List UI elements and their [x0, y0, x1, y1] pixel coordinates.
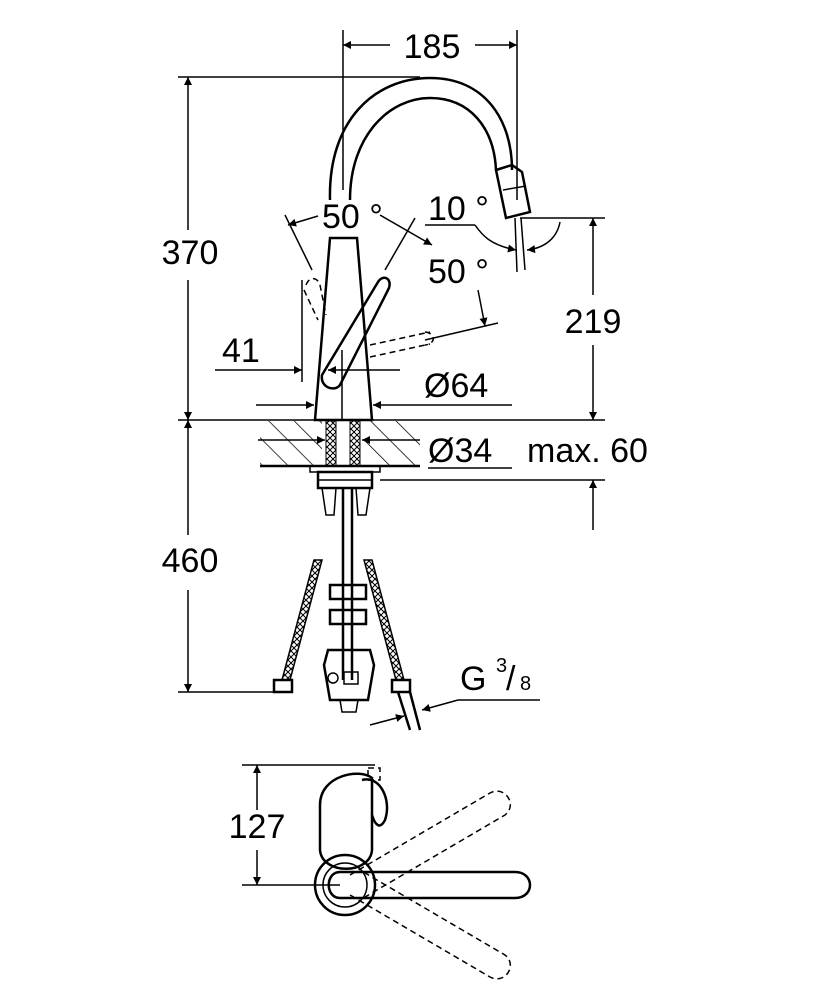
- dimension-41: 41: [215, 280, 400, 382]
- lever-top: [327, 870, 532, 900]
- svg-text:/: /: [506, 660, 516, 698]
- dimension-219-label: 219: [565, 303, 622, 341]
- top-view: 127: [229, 764, 532, 980]
- spray-angle: [425, 217, 561, 273]
- thread-denominator: 8: [520, 673, 531, 695]
- spout: [328, 76, 532, 220]
- dimension-127-label: 127: [229, 808, 286, 846]
- thread-size: G 3 / 8: [369, 655, 540, 726]
- dimension-diameter-64: Ø64: [256, 367, 512, 409]
- weight: [322, 648, 376, 702]
- dimension-219: 219: [520, 217, 622, 420]
- dimension-460: 460: [162, 420, 285, 693]
- countertop-section: [258, 420, 420, 680]
- dimension-diameter-64-label: Ø64: [424, 367, 488, 405]
- dimension-185: 185: [342, 28, 518, 200]
- dimension-370-label: 370: [162, 234, 219, 272]
- supply-hoses: [272, 559, 422, 731]
- lever-angle-label: 50 °: [322, 198, 383, 236]
- dimension-460-label: 460: [162, 542, 219, 580]
- dimension-370: 370: [162, 76, 420, 420]
- spray-angle-10-label: 10 °: [428, 190, 489, 228]
- dimension-41-label: 41: [222, 332, 260, 370]
- hose-clip: [328, 583, 368, 601]
- dimension-max-60-label: max. 60: [527, 432, 648, 470]
- faucet-body: [313, 236, 374, 422]
- dimension-185-label: 185: [404, 28, 461, 66]
- dimension-max-60: max. 60: [527, 432, 648, 530]
- spray-head: [494, 163, 532, 220]
- dimension-diameter-34-label: Ø34: [428, 432, 492, 470]
- thread-numerator: 3: [496, 655, 507, 677]
- thread-g-label: G: [460, 660, 486, 698]
- spray-angle-50-label: 50 °: [428, 253, 489, 291]
- lever: [284, 214, 499, 390]
